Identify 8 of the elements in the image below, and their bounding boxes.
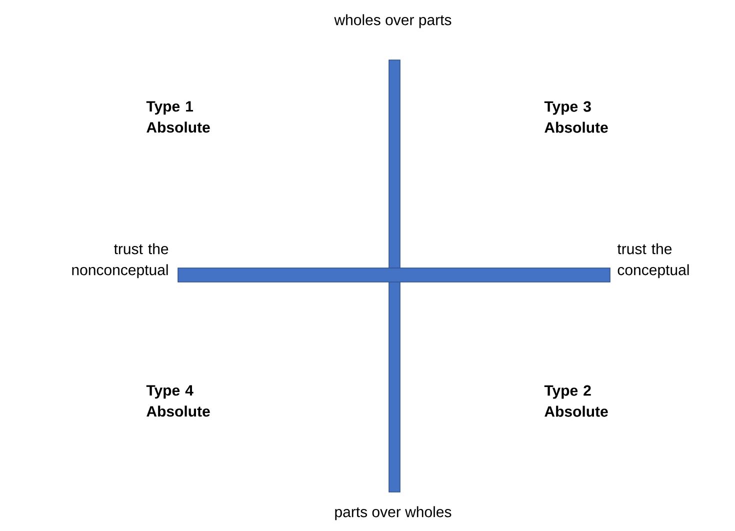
- axis-label: parts over wholes: [335, 506, 452, 520]
- axis-label: trust the nonconceptual: [72, 243, 168, 278]
- quadrant-label: Type 3 Absolute: [544, 101, 608, 133]
- quadrant-label: Type 1 Absolute: [146, 101, 210, 133]
- quadrant-label: Type 4 Absolute: [146, 385, 210, 417]
- axis-label: wholes over parts: [334, 14, 452, 28]
- quadrant-label: Type 2 Absolute: [544, 385, 608, 417]
- axis-label: trust the conceptual: [617, 243, 689, 278]
